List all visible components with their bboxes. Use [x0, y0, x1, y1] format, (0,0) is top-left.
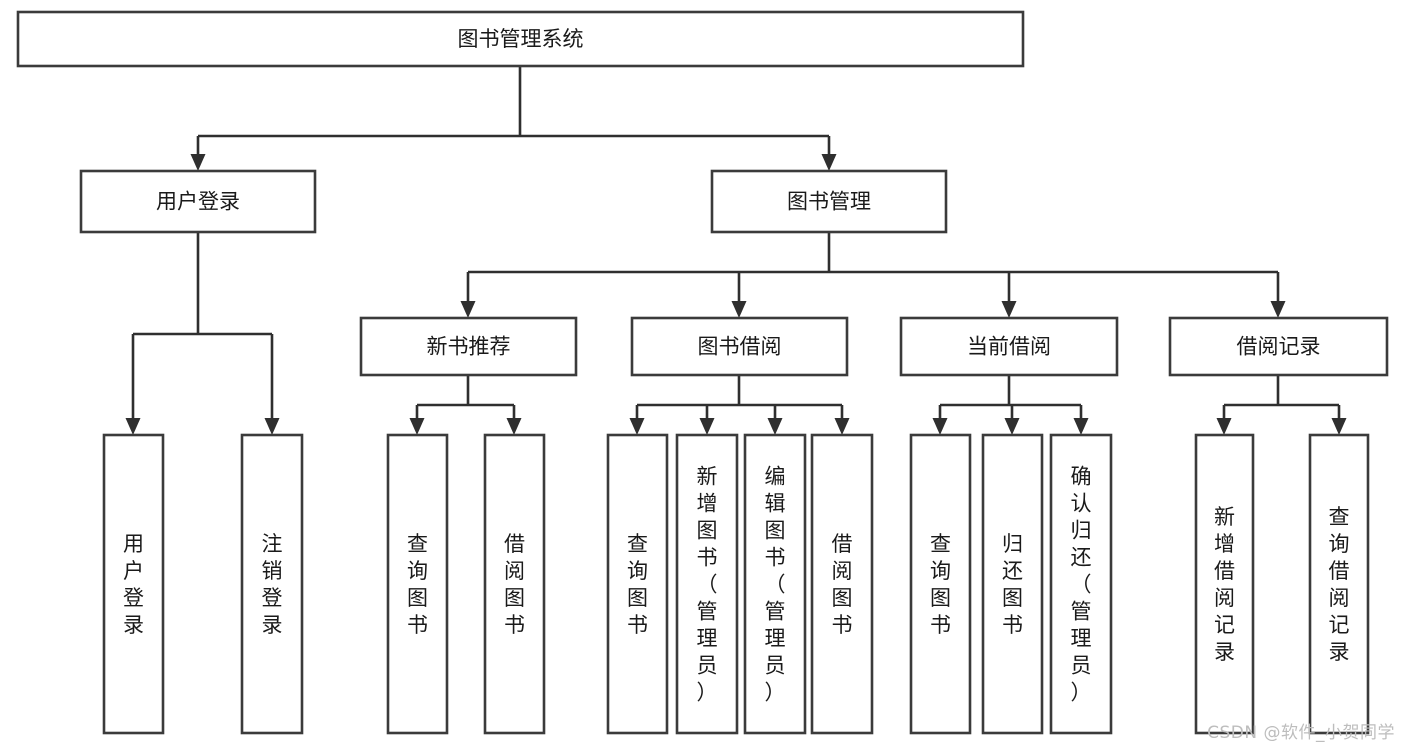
node-root-system-box[interactable] [16, 10, 1025, 68]
node-leaf-query-borrow-record-box[interactable] [1308, 433, 1370, 735]
connector-arrow-icon [460, 301, 476, 318]
connector-line [196, 66, 831, 156]
node-leaf-add-borrow-record[interactable]: 新增借阅记录 [1194, 433, 1255, 735]
connector-group [131, 232, 274, 420]
node-book-borrow-label: 图书借阅 [698, 335, 782, 359]
node-leaf-query-book-current-box[interactable] [909, 433, 972, 735]
connector-arrow-icon [629, 418, 645, 435]
node-book-management-label: 图书管理 [787, 190, 871, 214]
connector-arrow-icon [1216, 418, 1232, 435]
connector-arrow-icon [190, 154, 206, 171]
connector-line [635, 375, 844, 420]
node-layer: 图书管理系统用户登录图书管理新书推荐图书借阅当前借阅借阅记录用户登录注销登录查询… [16, 10, 1389, 735]
node-leaf-borrow-book[interactable]: 借阅图书 [810, 433, 874, 735]
node-current-borrow-box[interactable] [899, 316, 1119, 377]
connector-arrow-icon [699, 418, 715, 435]
node-leaf-add-book-admin-box[interactable] [675, 433, 739, 735]
node-new-book-recommend-label: 新书推荐 [427, 335, 511, 359]
connector-group [938, 375, 1083, 420]
node-leaf-query-borrow-record[interactable]: 查询借阅记录 [1308, 433, 1370, 735]
node-root-system[interactable]: 图书管理系统 [16, 10, 1025, 68]
node-leaf-user-login[interactable]: 用户登录 [102, 433, 165, 735]
node-leaf-add-book-admin-label: 新增图书（管理员） [697, 465, 718, 705]
node-leaf-confirm-return-admin[interactable]: 确认归还（管理员） [1049, 433, 1113, 735]
node-leaf-add-borrow-record-label: 新增借阅记录 [1214, 505, 1235, 664]
node-leaf-user-login-label: 用户登录 [123, 532, 144, 637]
node-new-book-recommend[interactable]: 新书推荐 [359, 316, 578, 377]
node-user-login-box[interactable] [79, 169, 317, 234]
node-leaf-confirm-return-admin-label: 确认归还（管理员） [1071, 465, 1092, 705]
connector-line [466, 232, 1280, 303]
node-leaf-logout-login-label: 注销登录 [262, 532, 283, 637]
connector-arrow-icon [821, 154, 837, 171]
node-book-borrow-box[interactable] [630, 316, 849, 377]
node-root-system-label: 图书管理系统 [458, 27, 584, 51]
node-leaf-borrow-book-label: 借阅图书 [832, 532, 853, 637]
node-leaf-logout-login-box[interactable] [240, 433, 304, 735]
connector-group [1222, 375, 1341, 420]
node-leaf-query-book-borrow-box[interactable] [606, 433, 669, 735]
connector-group [415, 375, 516, 420]
node-leaf-query-book-recommend[interactable]: 查询图书 [386, 433, 449, 735]
node-leaf-borrow-book-box[interactable] [810, 433, 874, 735]
node-borrow-record-label: 借阅记录 [1237, 335, 1321, 359]
connector-arrow-icon [1331, 418, 1347, 435]
node-leaf-logout-login[interactable]: 注销登录 [240, 433, 304, 735]
connector-line [1222, 375, 1341, 420]
node-leaf-borrow-book-recommend-box[interactable] [483, 433, 546, 735]
connector-arrow-icon [767, 418, 783, 435]
node-book-management[interactable]: 图书管理 [710, 169, 948, 234]
connector-arrow-icon [932, 418, 948, 435]
connector-layer [125, 66, 1347, 435]
connector-arrow-icon [264, 418, 280, 435]
connector-arrow-icon [731, 301, 747, 318]
connector-arrow-icon [1073, 418, 1089, 435]
connector-arrow-icon [1004, 418, 1020, 435]
node-current-borrow-label: 当前借阅 [967, 335, 1051, 359]
node-leaf-confirm-return-admin-box[interactable] [1049, 433, 1113, 735]
node-leaf-query-book-recommend-box[interactable] [386, 433, 449, 735]
node-leaf-edit-book-admin[interactable]: 编辑图书（管理员） [743, 433, 807, 735]
node-new-book-recommend-box[interactable] [359, 316, 578, 377]
connector-arrow-icon [125, 418, 141, 435]
node-leaf-query-book-borrow[interactable]: 查询图书 [606, 433, 669, 735]
node-leaf-user-login-box[interactable] [102, 433, 165, 735]
connector-arrow-icon [409, 418, 425, 435]
watermark-label: CSDN @软件_小贺同学 [1207, 723, 1395, 743]
connector-group [466, 232, 1280, 303]
node-book-borrow[interactable]: 图书借阅 [630, 316, 849, 377]
node-user-login[interactable]: 用户登录 [79, 169, 317, 234]
node-borrow-record[interactable]: 借阅记录 [1168, 316, 1389, 377]
node-leaf-edit-book-admin-box[interactable] [743, 433, 807, 735]
node-leaf-add-book-admin[interactable]: 新增图书（管理员） [675, 433, 739, 735]
node-leaf-add-borrow-record-box[interactable] [1194, 433, 1255, 735]
node-leaf-query-book-recommend-label: 查询图书 [407, 532, 428, 637]
node-leaf-edit-book-admin-label: 编辑图书（管理员） [765, 465, 786, 705]
connector-arrow-icon [1270, 301, 1286, 318]
node-borrow-record-box[interactable] [1168, 316, 1389, 377]
node-leaf-query-book-current-label: 查询图书 [930, 532, 951, 637]
connector-group [196, 66, 831, 156]
node-leaf-query-book-borrow-label: 查询图书 [627, 532, 648, 637]
node-user-login-label: 用户登录 [156, 190, 240, 214]
node-leaf-query-borrow-record-label: 查询借阅记录 [1329, 505, 1350, 664]
connector-line [415, 375, 516, 420]
node-leaf-query-book-current[interactable]: 查询图书 [909, 433, 972, 735]
node-leaf-borrow-book-recommend-label: 借阅图书 [504, 532, 525, 637]
node-leaf-return-book-label: 归还图书 [1002, 532, 1023, 637]
connector-arrow-icon [1001, 301, 1017, 318]
node-leaf-borrow-book-recommend[interactable]: 借阅图书 [483, 433, 546, 735]
node-current-borrow[interactable]: 当前借阅 [899, 316, 1119, 377]
node-leaf-return-book-box[interactable] [981, 433, 1044, 735]
connector-arrow-icon [506, 418, 522, 435]
connector-arrow-icon [834, 418, 850, 435]
connector-group [635, 375, 844, 420]
node-book-management-box[interactable] [710, 169, 948, 234]
connector-line [131, 232, 274, 420]
node-leaf-return-book[interactable]: 归还图书 [981, 433, 1044, 735]
connector-line [938, 375, 1083, 420]
